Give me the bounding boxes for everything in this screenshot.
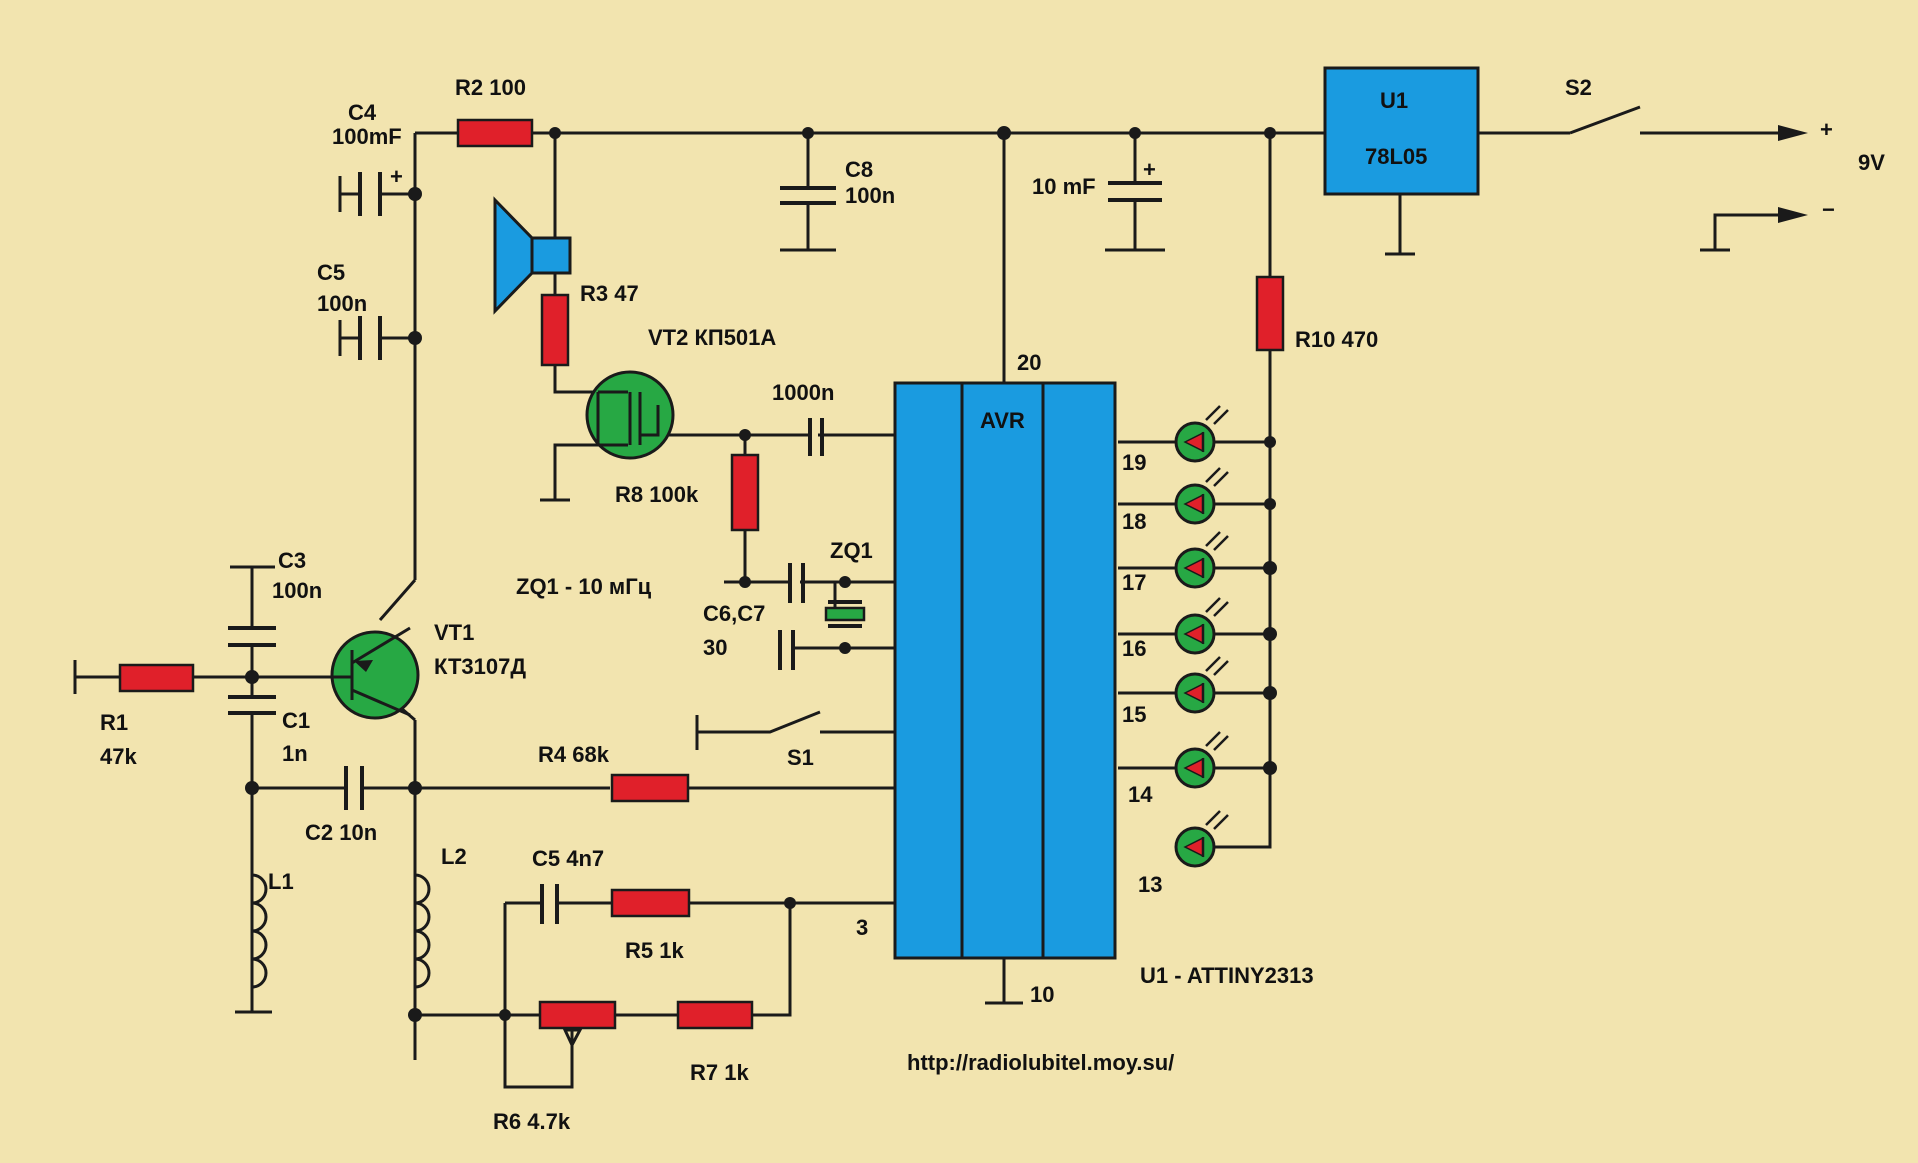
label-c4: C4 [348, 100, 377, 125]
url-caption: http://radiolubitel.moy.su/ [907, 1050, 1174, 1075]
label-s2: S2 [1565, 75, 1592, 100]
labels: C4 100mF + R2 100 C5 100n R3 47 VT2 КП50… [100, 75, 1885, 1134]
resistor-r1 [118, 663, 195, 693]
label-pin-3: 3 [856, 915, 868, 940]
speaker-icon [493, 196, 572, 315]
crystal-zq1 [824, 600, 866, 628]
capacitor-c4 [340, 172, 415, 216]
minus-arrow [1778, 207, 1808, 223]
capacitor-1000n [808, 418, 824, 456]
label-c6-c7: C6,C7 [703, 601, 765, 626]
capacitor-c1 [228, 695, 276, 715]
label-l1: L1 [268, 869, 294, 894]
label-c3: C3 [278, 548, 306, 573]
label-10mf: 10 mF [1032, 174, 1096, 199]
label-r10: R10 470 [1295, 327, 1378, 352]
label-pin-18: 18 [1122, 509, 1146, 534]
label-avr: AVR [980, 408, 1025, 433]
resistor-r7 [676, 1000, 754, 1030]
resistor-r3 [540, 293, 570, 367]
resistor-r4 [610, 773, 690, 803]
label-u1: U1 [1380, 88, 1408, 113]
capacitor-c5-4n7 [540, 884, 559, 924]
led-15 [1174, 656, 1229, 714]
label-s1: S1 [787, 745, 814, 770]
resistor-r8 [730, 453, 760, 532]
label-c4-plus: + [390, 164, 403, 189]
resistor-r10 [1255, 275, 1285, 352]
label-c8: C8 [845, 157, 873, 182]
label-1000n: 1000n [772, 380, 834, 405]
led-14 [1174, 731, 1229, 789]
label-pin-19: 19 [1122, 450, 1146, 475]
inductor-l2 [414, 873, 431, 989]
label-r1: R1 [100, 710, 128, 735]
label-plus: + [1820, 117, 1833, 142]
label-r6: R6 4.7k [493, 1109, 571, 1134]
label-c1-value: 1n [282, 741, 308, 766]
led-19 [1174, 405, 1229, 463]
label-minus: − [1822, 197, 1835, 222]
label-c5-value: 100n [317, 291, 367, 316]
label-c8-value: 100n [845, 183, 895, 208]
label-9v: 9V [1858, 150, 1885, 175]
label-zq1: ZQ1 [830, 538, 873, 563]
capacitor-10mf [1108, 181, 1162, 202]
resistor-r2 [456, 118, 534, 148]
mcu-chip [893, 381, 1117, 960]
label-c1: C1 [282, 708, 310, 733]
label-c5: C5 [317, 260, 345, 285]
label-c2: C2 10n [305, 820, 377, 845]
label-r2: R2 100 [455, 75, 526, 100]
label-c6-c7-value: 30 [703, 635, 727, 660]
capacitor-c5-100n [340, 316, 415, 360]
r6-wiper-arrow [562, 1028, 583, 1049]
led-17 [1174, 531, 1229, 589]
label-78l05: 78L05 [1365, 144, 1427, 169]
plus-arrow [1778, 125, 1808, 141]
label-l2: L2 [441, 844, 467, 869]
label-r4: R4 68k [538, 742, 610, 767]
led-13 [1174, 810, 1229, 868]
label-vt1: VT1 [434, 620, 474, 645]
transistor-vt1 [325, 626, 420, 720]
capacitor-c3 [228, 626, 276, 647]
label-r5: R5 1k [625, 938, 684, 963]
label-pin-15: 15 [1122, 702, 1146, 727]
label-vt1-part: КТ3107Д [434, 654, 526, 679]
label-pin-16: 16 [1122, 636, 1146, 661]
label-pin-17: 17 [1122, 570, 1146, 595]
label-pin-10: 10 [1030, 982, 1054, 1007]
resistor-r5 [610, 888, 691, 918]
label-pin-14: 14 [1128, 782, 1153, 807]
nodes [245, 126, 1277, 1022]
label-c5-4n7: C5 4n7 [532, 846, 604, 871]
resistor-r6 [538, 1000, 617, 1030]
led-group [1174, 405, 1229, 868]
label-pin-13: 13 [1138, 872, 1162, 897]
label-r8: R8 100k [615, 482, 699, 507]
label-mcu: U1 - ATTINY2313 [1140, 963, 1314, 988]
label-r7: R7 1k [690, 1060, 749, 1085]
led-16 [1174, 597, 1229, 655]
label-10mf-plus: + [1143, 157, 1156, 182]
label-pin-20: 20 [1017, 350, 1041, 375]
label-c3-value: 100n [272, 578, 322, 603]
led-18 [1174, 467, 1229, 525]
inductor-l1 [251, 873, 268, 989]
capacitor-c2 [344, 766, 364, 810]
label-zq1-note: ZQ1 - 10 мГц [516, 574, 652, 599]
regulator-u1 [1323, 66, 1480, 196]
capacitor-c8 [780, 186, 836, 205]
label-c4-value: 100mF [332, 124, 402, 149]
label-r3: R3 47 [580, 281, 639, 306]
capacitor-c6 [788, 563, 845, 603]
label-r1-value: 47k [100, 744, 137, 769]
capacitor-c7 [778, 630, 845, 670]
mosfet-vt2 [585, 370, 675, 460]
label-vt2: VT2 КП501А [648, 325, 776, 350]
